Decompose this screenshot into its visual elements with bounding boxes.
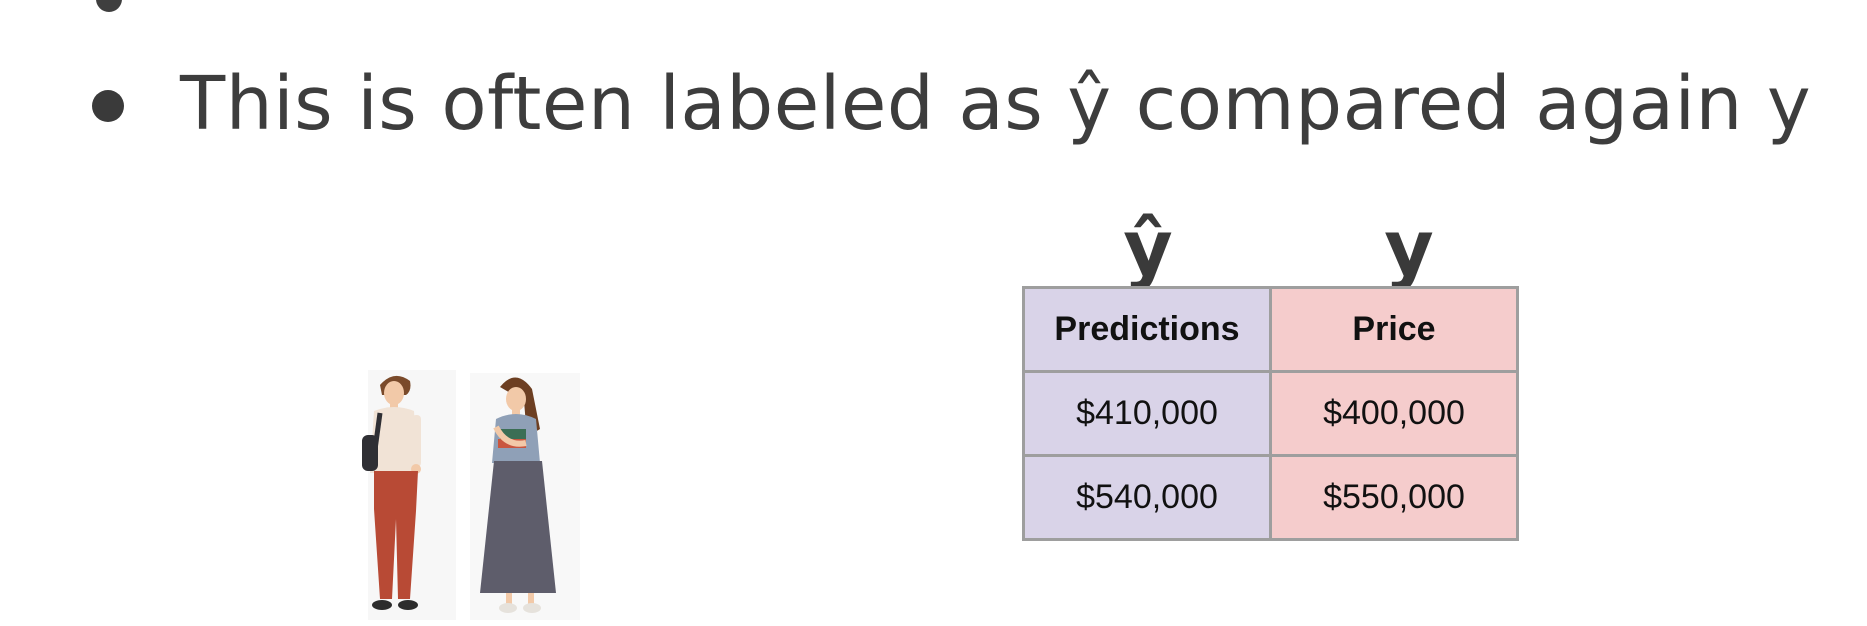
bullet-text: This is often labeled as ŷ compared agai… — [180, 61, 1812, 147]
header-predictions: Predictions — [1022, 286, 1272, 373]
prediction-cell: $410,000 — [1022, 370, 1272, 457]
price-cell: $550,000 — [1269, 454, 1519, 541]
table-row: $540,000 $550,000 — [1022, 454, 1519, 541]
predictions-table: Predictions Price $410,000 $400,000 $540… — [1022, 286, 1519, 541]
y-label: y — [1384, 203, 1434, 292]
man-figure-icon — [362, 375, 421, 610]
woman-figure-icon — [480, 377, 556, 613]
table-header-row: Predictions Price — [1022, 286, 1519, 373]
bullet-icon — [92, 90, 124, 122]
two-people-illustration-icon — [362, 370, 580, 620]
header-price: Price — [1269, 286, 1519, 373]
prediction-cell: $540,000 — [1022, 454, 1272, 541]
yhat-label: ŷ — [1123, 203, 1173, 292]
price-cell: $400,000 — [1269, 370, 1519, 457]
previous-bullet-dot — [96, 0, 122, 12]
table-row: $410,000 $400,000 — [1022, 370, 1519, 457]
